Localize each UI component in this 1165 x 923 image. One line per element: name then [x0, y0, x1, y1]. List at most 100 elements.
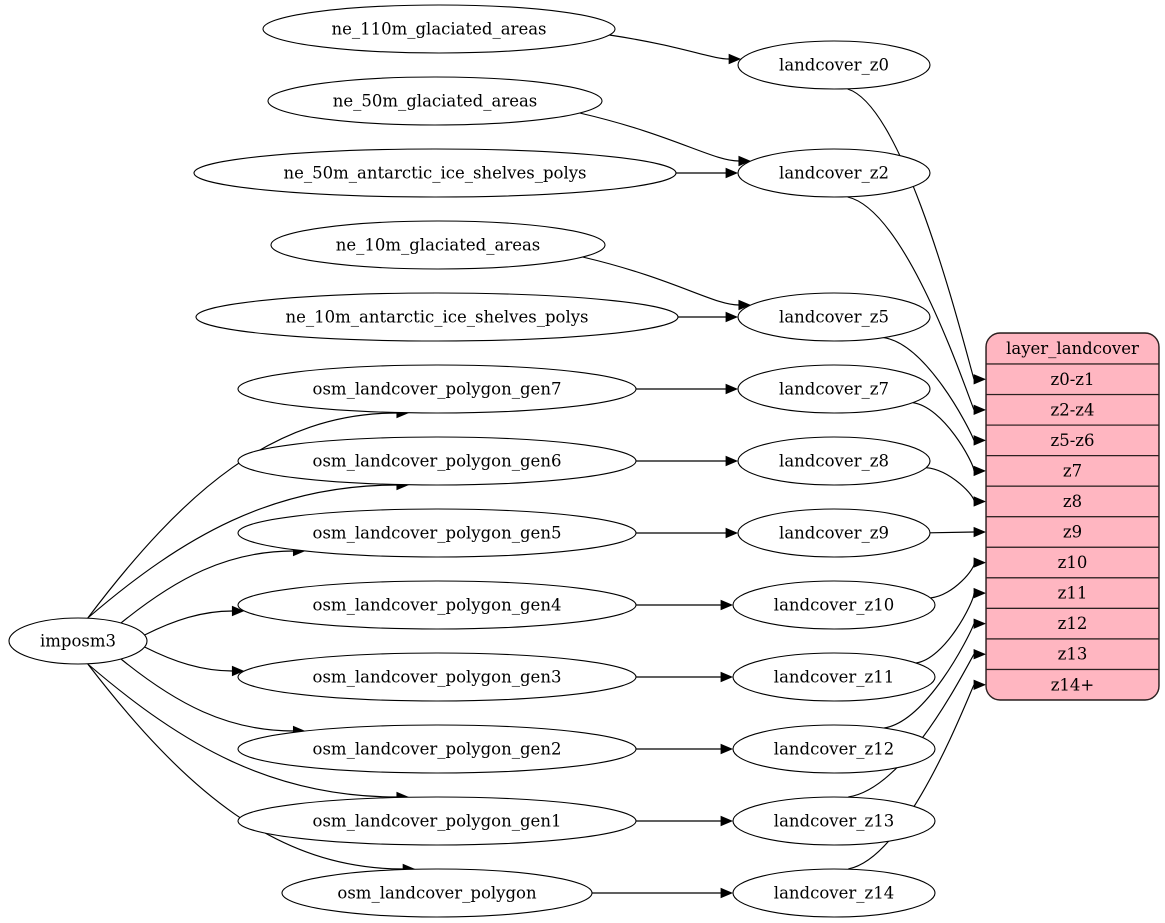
table-row-label: z5-z6	[1051, 431, 1095, 450]
edge-line	[848, 684, 975, 870]
node-landcover_z2[interactable]: landcover_z2	[737, 148, 931, 198]
edge-ne_110m_glaciated_areas-to-landcover_z0	[609, 34, 742, 65]
table-row-label: z0-z1	[1051, 370, 1095, 389]
table-row-label: z10	[1058, 553, 1088, 572]
edge-line	[926, 467, 975, 502]
edge-arrowhead	[973, 404, 987, 416]
node-osm_landcover_polygon_gen3[interactable]: osm_landcover_polygon_gen3	[237, 652, 637, 702]
table-row-z9[interactable]	[986, 516, 1159, 548]
node-ne_10m_antarctic_ice_shelves_polys[interactable]: ne_10m_antarctic_ice_shelves_polys	[195, 292, 679, 342]
node-label: imposm3	[40, 632, 116, 651]
table-row-z10[interactable]	[986, 546, 1159, 579]
table-row-z12[interactable]	[986, 607, 1159, 640]
table-row-label: z2-z4	[1051, 400, 1095, 419]
edge-arrowhead	[973, 526, 987, 538]
node-osm_landcover_polygon_gen4[interactable]: osm_landcover_polygon_gen4	[237, 580, 637, 630]
node-landcover_z5[interactable]: landcover_z5	[737, 292, 931, 342]
edge-arrowhead	[973, 465, 987, 477]
osm-table-node-ellipse	[237, 580, 637, 630]
node-label: osm_landcover_polygon_gen5	[313, 524, 562, 543]
landcover-node-ellipse	[732, 796, 936, 846]
edge-osm_landcover_polygon_gen4-to-landcover_z10	[636, 599, 734, 611]
node-label: osm_landcover_polygon	[337, 884, 537, 903]
edge-arrowhead	[231, 605, 245, 617]
osm-table-node-ellipse	[281, 868, 593, 918]
node-osm_landcover_polygon_gen2[interactable]: osm_landcover_polygon_gen2	[237, 724, 637, 774]
node-layer: ne_110m_glaciated_areas ne_50m_glaciated_…	[8, 4, 936, 918]
edge-landcover_z12-to-z12	[883, 618, 987, 729]
edge-line	[87, 484, 397, 619]
edge-ne_10m_glaciated_areas-to-landcover_z5	[582, 256, 751, 311]
osm-table-node-ellipse	[237, 796, 637, 846]
edge-arrowhead	[725, 311, 739, 323]
node-label: landcover_z0	[779, 56, 889, 75]
source-table-node-ellipse	[270, 220, 606, 270]
node-osm_landcover_polygon[interactable]: osm_landcover_polygon	[281, 868, 593, 918]
edge-landcover_z13-to-z13	[848, 649, 987, 798]
node-label: landcover_z9	[779, 524, 889, 543]
node-landcover_z7[interactable]: landcover_z7	[737, 364, 931, 414]
node-label: landcover_z8	[779, 452, 889, 471]
node-ne_10m_glaciated_areas[interactable]: ne_10m_glaciated_areas	[270, 220, 606, 270]
osm-table-node-ellipse	[237, 436, 637, 486]
table-row-z13[interactable]	[986, 638, 1159, 671]
node-landcover_z13[interactable]: landcover_z13	[732, 796, 936, 846]
node-landcover_z10[interactable]: landcover_z10	[732, 580, 936, 630]
node-ne_110m_glaciated_areas[interactable]: ne_110m_glaciated_areas	[262, 4, 616, 54]
edge-line	[609, 34, 730, 60]
edge-arrowhead	[973, 496, 987, 507]
importer-node-ellipse	[8, 617, 148, 665]
source-table-node-ellipse	[262, 4, 616, 54]
edge-ne_50m_glaciated_areas-to-landcover_z2	[579, 112, 751, 167]
edge-arrowhead	[725, 455, 739, 467]
node-osm_landcover_polygon_gen1[interactable]: osm_landcover_polygon_gen1	[237, 796, 637, 846]
edge-arrowhead	[973, 679, 987, 690]
landcover-node-ellipse	[732, 724, 936, 774]
table-row-z7[interactable]	[986, 455, 1159, 487]
node-label: landcover_z5	[779, 308, 889, 327]
table-row-label: z7	[1063, 461, 1082, 480]
node-landcover_z8[interactable]: landcover_z8	[737, 436, 931, 486]
edge-osm_landcover_polygon_gen1-to-landcover_z13	[636, 815, 734, 827]
edge-landcover_z7-to-z7	[912, 402, 987, 477]
edge-arrowhead	[973, 557, 987, 568]
table-row-z2-z4[interactable]	[986, 393, 1159, 426]
node-ne_50m_glaciated_areas[interactable]: ne_50m_glaciated_areas	[267, 76, 603, 126]
edge-line	[87, 663, 404, 870]
edge-landcover_z10-to-z10	[930, 557, 987, 599]
table-row-label: z11	[1058, 584, 1088, 603]
node-landcover_z11[interactable]: landcover_z11	[732, 652, 936, 702]
source-table-node-ellipse	[193, 148, 677, 198]
edge-line	[87, 663, 397, 798]
edge-imposm3-to-osm_landcover_polygon_gen3	[144, 646, 245, 677]
edge-arrowhead	[720, 599, 734, 611]
node-osm_landcover_polygon_gen5[interactable]: osm_landcover_polygon_gen5	[237, 508, 637, 558]
node-landcover_z0[interactable]: landcover_z0	[737, 40, 931, 90]
edge-line	[912, 402, 975, 472]
edge-arrowhead	[973, 618, 987, 629]
edge-line	[929, 531, 975, 534]
edge-line	[582, 256, 739, 306]
landcover-node-ellipse	[732, 868, 936, 918]
node-landcover_z14[interactable]: landcover_z14	[732, 868, 936, 918]
node-label: landcover_z14	[774, 884, 894, 903]
table-row-z14+[interactable]	[986, 668, 1159, 701]
node-landcover_z9[interactable]: landcover_z9	[737, 508, 931, 558]
node-label: osm_landcover_polygon_gen7	[313, 380, 562, 399]
landcover-node-ellipse	[732, 580, 936, 630]
node-landcover_z12[interactable]: landcover_z12	[732, 724, 936, 774]
node-osm_landcover_polygon_gen6[interactable]: osm_landcover_polygon_gen6	[237, 436, 637, 486]
edge-landcover_z5-to-z5-z6	[883, 337, 987, 446]
node-label: osm_landcover_polygon_gen4	[313, 596, 562, 615]
edge-arrowhead	[738, 155, 751, 167]
node-label: osm_landcover_polygon_gen2	[313, 740, 562, 759]
node-ne_50m_antarctic_ice_shelves_polys[interactable]: ne_50m_antarctic_ice_shelves_polys	[193, 148, 677, 198]
table-row-z5-z6[interactable]	[986, 424, 1159, 457]
node-osm_landcover_polygon_gen7[interactable]: osm_landcover_polygon_gen7	[237, 364, 637, 414]
table-row-label: z12	[1058, 614, 1088, 633]
edge-arrowhead	[720, 815, 734, 827]
edge-landcover_z9-to-z9	[929, 526, 987, 538]
layer-landcover-table: layer_landcoverz0-z1z2-z4z5-z6z7z8z9z10z…	[985, 332, 1160, 701]
node-imposm3[interactable]: imposm3	[8, 617, 148, 665]
